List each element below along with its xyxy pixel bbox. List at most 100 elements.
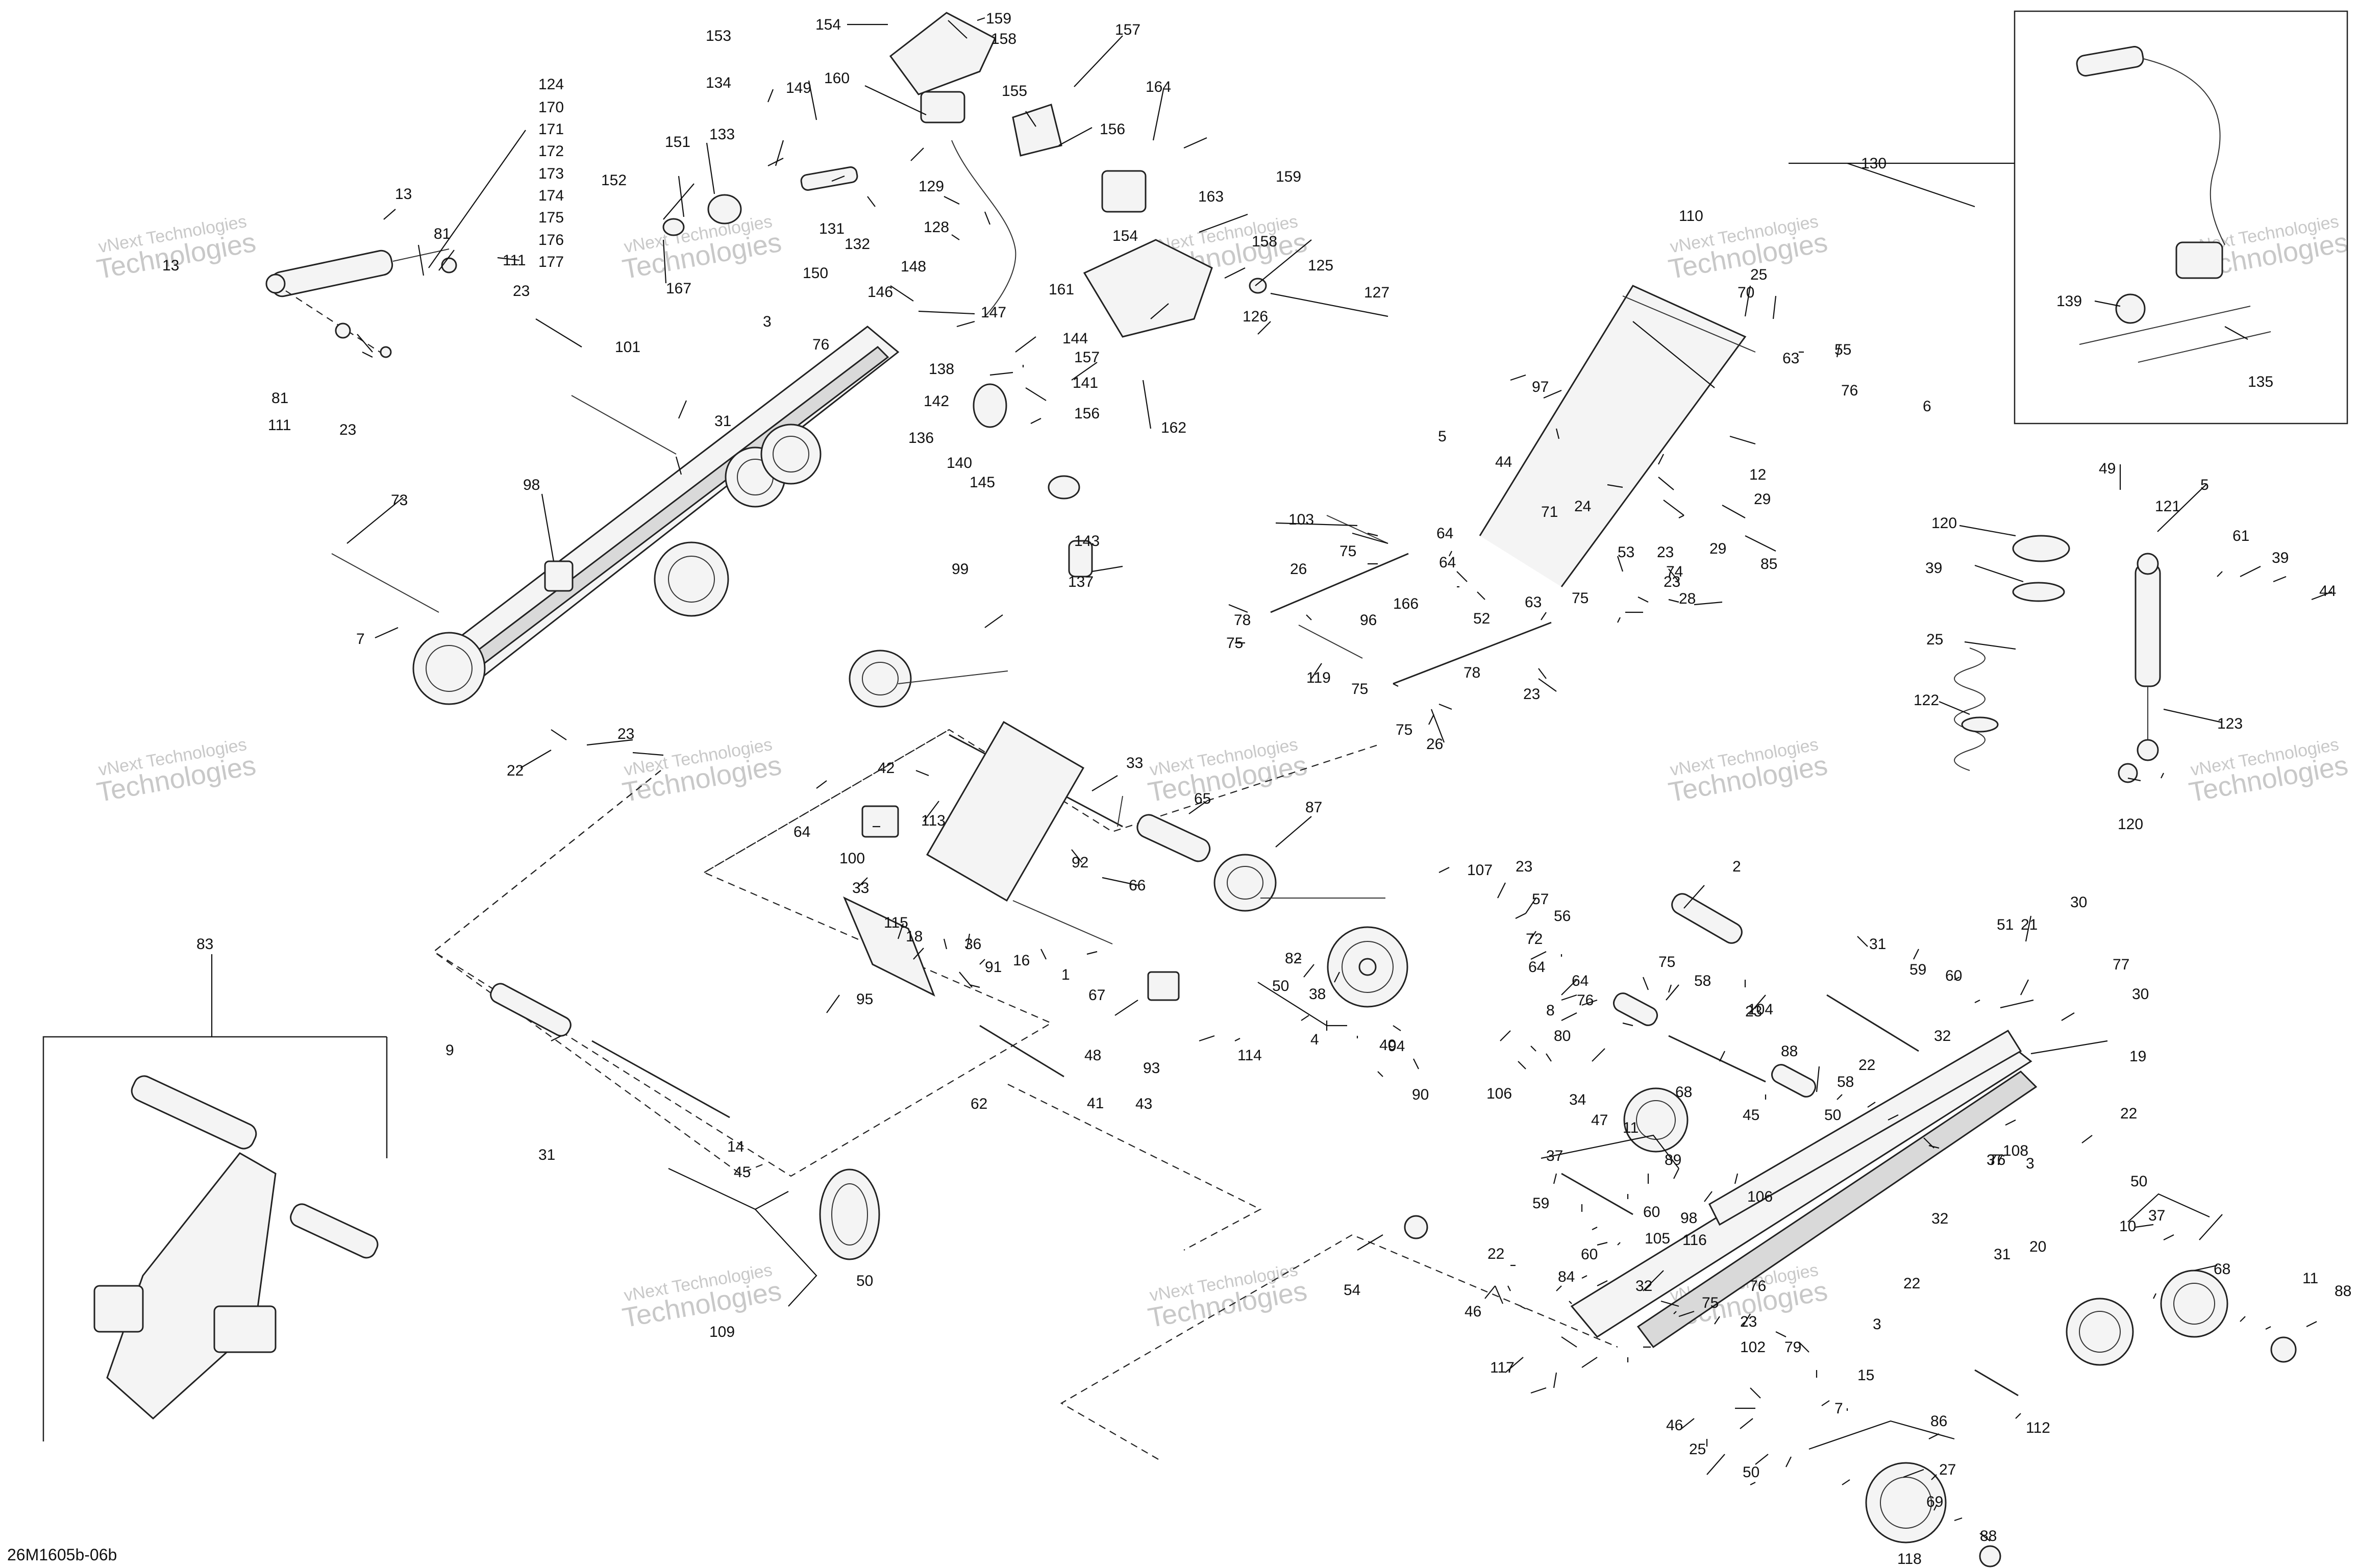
- callout: 140: [947, 455, 972, 471]
- callout: 100: [839, 850, 865, 867]
- callout: 114: [1237, 1047, 1262, 1064]
- callout: 72: [1526, 931, 1543, 948]
- callout: 3: [1873, 1316, 1881, 1333]
- callout: 30: [2070, 894, 2087, 911]
- callout: 115: [884, 914, 908, 931]
- callout: 20: [2029, 1238, 2046, 1255]
- shaft-59-lower: [1561, 1173, 1633, 1215]
- callout: 4: [1310, 1031, 1319, 1048]
- callout: 29: [1709, 540, 1726, 557]
- callout: 50: [856, 1273, 873, 1289]
- callout: 37: [1546, 1148, 1563, 1164]
- callout: 121: [2155, 498, 2180, 515]
- callout: 52: [1473, 610, 1490, 627]
- callout: 99: [952, 561, 969, 578]
- callout: 68: [1675, 1084, 1692, 1101]
- callout: 13: [162, 257, 179, 274]
- callout: 132: [845, 236, 870, 253]
- callout: 164: [1146, 79, 1171, 95]
- callout: 63: [1782, 350, 1799, 367]
- clamp-160: [920, 91, 965, 123]
- front-shock-axis: [285, 290, 388, 358]
- callout: 159: [1276, 168, 1301, 185]
- callout: 166: [1393, 595, 1419, 612]
- callout: 75: [1226, 635, 1243, 652]
- callout: 111: [268, 417, 291, 434]
- callout: 58: [1694, 973, 1711, 989]
- callout: 128: [924, 219, 949, 236]
- callout: 170: [538, 99, 564, 116]
- callout: 89: [1665, 1152, 1681, 1168]
- callout: 109: [709, 1324, 735, 1340]
- callout: 158: [1252, 233, 1277, 250]
- callout: 76: [1841, 382, 1858, 399]
- callout: 131: [819, 220, 845, 237]
- callout: 30: [2132, 986, 2149, 1003]
- callout: 11: [1623, 1119, 1639, 1136]
- clamp-163: [1101, 170, 1147, 213]
- callout: 171: [538, 121, 564, 138]
- callout: 55: [1834, 341, 1851, 358]
- knob-152: [662, 218, 685, 236]
- callout: 26: [1426, 736, 1443, 753]
- callout: 64: [1528, 959, 1545, 976]
- callout: 155: [1002, 83, 1027, 99]
- callout: 64: [1436, 525, 1453, 542]
- wear-strip-112: [1974, 1369, 2019, 1397]
- spring-122: [1954, 648, 1986, 771]
- front-shock-absorber: [265, 248, 457, 297]
- callout: 163: [1198, 188, 1224, 205]
- callout: 136: [908, 430, 934, 446]
- callout: 134: [706, 74, 731, 91]
- callout: 159: [986, 10, 1011, 27]
- callout: 25: [1926, 631, 1943, 648]
- callout: 69: [1926, 1494, 1943, 1510]
- callout: 75: [1572, 590, 1589, 607]
- callout: 106: [1747, 1188, 1773, 1205]
- callout: 145: [970, 474, 995, 491]
- callout: 54: [1344, 1282, 1360, 1299]
- callout: 44: [1495, 454, 1512, 470]
- callout: 46: [1465, 1303, 1481, 1320]
- callout: 39: [2272, 550, 2289, 566]
- callout: 9: [445, 1042, 454, 1059]
- callout: 45: [734, 1164, 751, 1181]
- callout: 51: [1997, 916, 2014, 933]
- callout: 23: [339, 421, 356, 438]
- parts-layer: [93, 12, 2297, 1567]
- callout: 133: [709, 126, 735, 143]
- callout: 40: [1379, 1037, 1396, 1054]
- callout: 157: [1115, 21, 1140, 38]
- callout: 177: [538, 254, 564, 270]
- callout: 150: [803, 265, 828, 282]
- callout: 43: [1135, 1096, 1152, 1112]
- assembly-outline-front: [433, 729, 1053, 1177]
- callout: 21: [2021, 916, 2038, 933]
- bushing-81-lower: [335, 322, 351, 339]
- callout: 91: [985, 959, 1002, 976]
- callout: 13: [395, 186, 412, 203]
- block-92: [861, 805, 899, 838]
- callout: 59: [1909, 961, 1926, 978]
- torsion-spring-100: [1213, 854, 1385, 912]
- callout: 87: [1305, 799, 1322, 816]
- bracket-155: [1012, 104, 1062, 157]
- cup-136: [973, 383, 1007, 428]
- callout: 49: [2099, 460, 2116, 477]
- ring-123: [1961, 716, 1999, 733]
- callout: 160: [824, 70, 850, 87]
- callout: 112: [2026, 1420, 2050, 1436]
- callout: 86: [1930, 1413, 1947, 1430]
- callout: 31: [538, 1147, 555, 1163]
- idler-wheel-105-a: [2160, 1270, 2228, 1338]
- callout: 130: [1861, 155, 1887, 172]
- callout: 127: [1364, 284, 1390, 301]
- ring-61: [2012, 582, 2065, 602]
- callout: 50: [1272, 978, 1289, 994]
- callout: 71: [1541, 504, 1558, 520]
- callout: 111: [503, 252, 526, 269]
